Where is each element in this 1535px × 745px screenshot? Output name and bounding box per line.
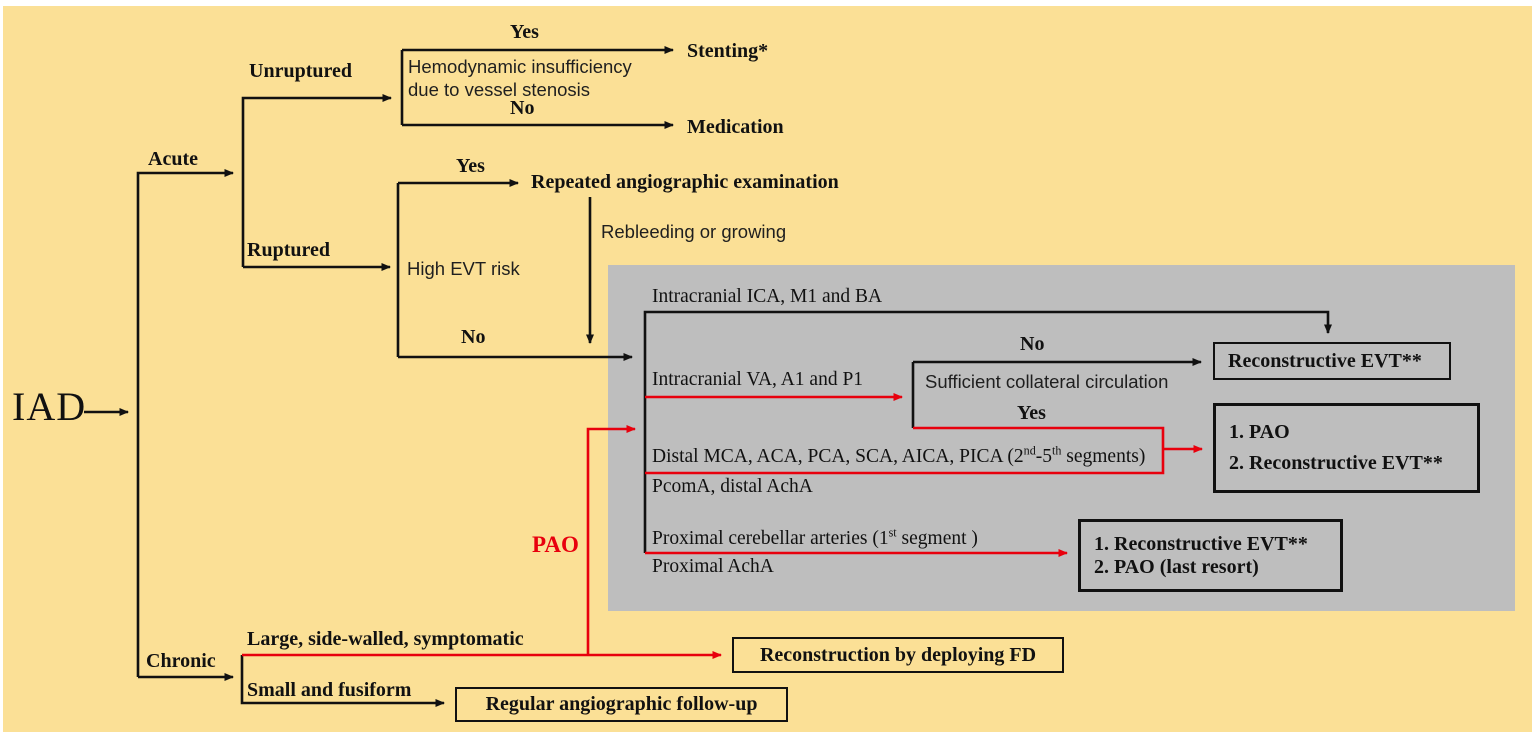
chronic-small-label: Small and fusiform (247, 679, 412, 701)
row-ica-label: Intracranial ICA, M1 and BA (652, 286, 883, 307)
row-proximal-label: Proximal cerebellar arteries (1st segmen… (652, 525, 978, 549)
chronic-large-label: Large, side-walled, symptomatic (247, 628, 524, 650)
followup-outcome-box: Regular angiographic follow-up (455, 687, 788, 722)
row-distal-label: Distal MCA, ACA, PCA, SCA, AICA, PICA (2… (652, 443, 1146, 467)
row-proximal-acha-label: Proximal AchA (652, 556, 774, 577)
ruptured-no-label: No (461, 326, 486, 348)
evt-first-outcome-box: 1. Reconstructive EVT** 2. PAO (last res… (1078, 519, 1343, 592)
evt-first-line2: 2. PAO (last resort) (1094, 555, 1259, 578)
chronic-label: Chronic (146, 650, 216, 672)
row-pcoma-label: PcomA, distal AchA (652, 476, 813, 497)
reconstructive-evt-text: Reconstructive EVT** (1228, 349, 1422, 372)
pao-edge-label: PAO (532, 532, 579, 557)
unruptured-no-label: No (510, 97, 535, 119)
unruptured-condition-line1: Hemodynamic insufficiency (408, 56, 632, 77)
followup-outcome-text: Regular angiographic follow-up (485, 693, 758, 715)
pao-first-line1: 1. PAO (1229, 421, 1290, 443)
repeated-angio-outcome: Repeated angiographic examination (531, 171, 839, 193)
row-va-label: Intracranial VA, A1 and P1 (652, 369, 864, 390)
collateral-yes-label: Yes (1017, 402, 1046, 424)
high-evt-risk-condition: High EVT risk (407, 258, 520, 279)
unruptured-yes-label: Yes (510, 21, 539, 43)
stenting-outcome: Stenting* (687, 40, 769, 62)
rebleeding-edge-label: Rebleeding or growing (601, 221, 787, 242)
medication-outcome: Medication (687, 116, 784, 138)
pao-first-line2: 2. Reconstructive EVT** (1229, 452, 1443, 474)
collateral-condition: Sufficient collateral circulation (925, 371, 1169, 392)
fd-outcome-text: Reconstruction by deploying FD (759, 643, 1037, 666)
unruptured-condition-line2: due to vessel stenosis (408, 79, 591, 100)
evt-first-line1: 1. Reconstructive EVT** (1094, 532, 1308, 555)
ruptured-label: Ruptured (247, 239, 330, 261)
fd-outcome-box: Reconstruction by deploying FD (732, 637, 1064, 673)
collateral-no-label: No (1020, 333, 1045, 355)
root-label: IAD (12, 384, 87, 429)
pao-first-outcome-box: 1. PAO 2. Reconstructive EVT** (1213, 403, 1480, 493)
ruptured-yes-label: Yes (456, 155, 485, 177)
unruptured-label: Unruptured (249, 60, 352, 82)
acute-label: Acute (148, 148, 198, 170)
reconstructive-evt-box: Reconstructive EVT** (1213, 342, 1451, 380)
